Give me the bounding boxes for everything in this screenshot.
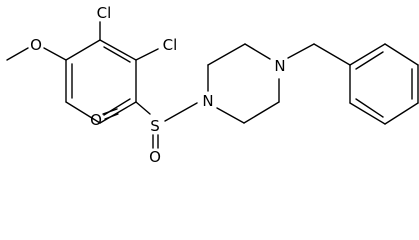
bond-ch2-phenyl xyxy=(313,43,351,66)
bond-methyl-oxygen xyxy=(6,47,29,61)
bond-sulfur-oxygen-top-2 xyxy=(104,113,119,120)
piperazine-bond-2 xyxy=(207,43,246,66)
atom-cl-top-label: Cl xyxy=(97,4,112,22)
ring-b-bond-1 xyxy=(349,43,386,66)
structure-canvas: Cl Cl O S O O N N xyxy=(6,4,419,166)
dichloromethoxyphenyl-ring xyxy=(65,39,137,124)
piperazine-bond-3 xyxy=(244,43,271,60)
ring-a-bond-5 xyxy=(65,101,101,124)
piperazine-bond-5 xyxy=(243,101,280,124)
atom-oxygen-methoxy-label: O xyxy=(30,36,42,54)
ring-a-bond-4 xyxy=(99,101,137,124)
bond-nitrogen-ch2 xyxy=(287,43,315,59)
bond-sulfur-nitrogen xyxy=(164,102,198,122)
atom-oxygen-sulfonyl-bottom-label: O xyxy=(149,148,161,166)
ring-b-double-3 xyxy=(355,98,384,118)
atom-sulfur-label: S xyxy=(150,117,160,135)
ring-b-double-1 xyxy=(355,51,384,70)
piperazine-ring xyxy=(207,43,280,124)
ring-b-bond-5 xyxy=(349,102,386,125)
atom-cl-right-label: Cl xyxy=(163,36,178,54)
ring-a-bond-2 xyxy=(99,39,137,61)
atom-oxygen-sulfonyl-top-label: O xyxy=(90,111,102,129)
ring-b-bond-2 xyxy=(384,43,419,66)
ring-a-double-1 xyxy=(103,46,131,63)
atom-nitrogen-right-label: N xyxy=(274,57,285,75)
bond-oxygen-ring xyxy=(43,47,67,61)
piperazine-bond-6 xyxy=(216,107,245,124)
bond-sulfur-oxygen-top-1 xyxy=(102,108,118,115)
atom-nitrogen-left-label: N xyxy=(202,92,213,110)
bond-ring-sulfur xyxy=(135,101,151,115)
bond-ring-cl-right xyxy=(135,48,159,61)
phenyl-ring xyxy=(349,43,419,125)
chemical-structure-diagram: Cl Cl O S O O N N xyxy=(6,4,419,166)
ring-a-bond-1 xyxy=(65,39,101,61)
ring-b-bond-4 xyxy=(384,102,419,125)
